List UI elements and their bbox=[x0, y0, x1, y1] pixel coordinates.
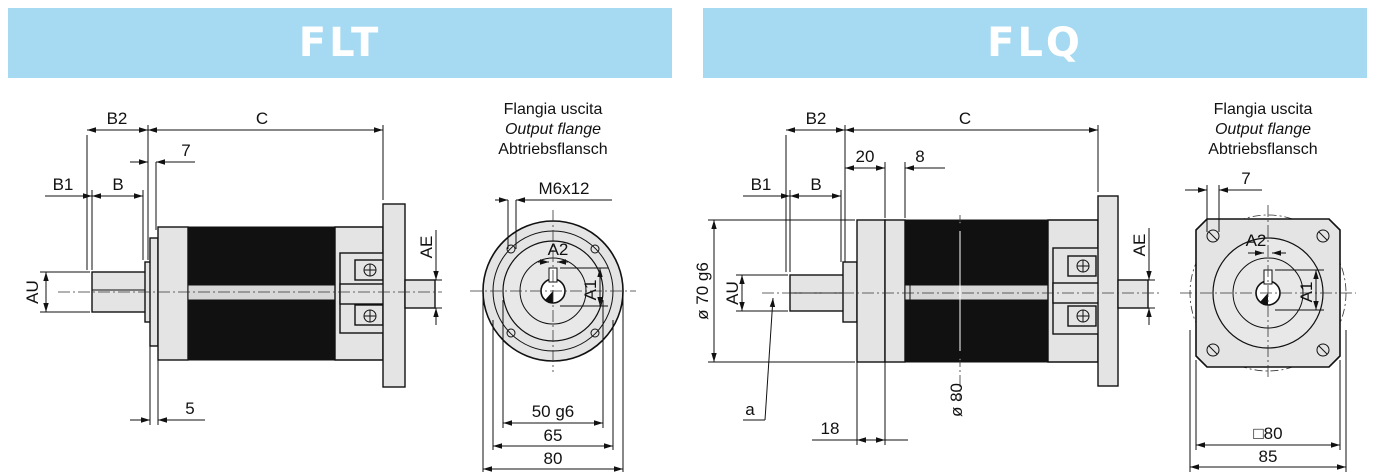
flq-dim-a1: A1 bbox=[1297, 282, 1316, 303]
flq-dim-7: 7 bbox=[1241, 169, 1250, 188]
flt-dim-c: C bbox=[256, 109, 268, 128]
flt-dim-50g6: 50 g6 bbox=[532, 402, 575, 421]
flt-dim-au: AU bbox=[23, 280, 42, 304]
flq-dim-ae: AE bbox=[1130, 234, 1149, 257]
flt-dim-b1: B1 bbox=[53, 175, 74, 194]
flt-dim-a1: A1 bbox=[581, 280, 600, 301]
flq-dim-80dia: ø 80 bbox=[947, 383, 966, 417]
flt-dim-b2: B2 bbox=[107, 109, 128, 128]
flt-caption-it: Flangia uscita bbox=[504, 101, 603, 118]
flt-dim-m6x12: M6x12 bbox=[538, 179, 589, 198]
flq-dim-8: 8 bbox=[915, 147, 924, 166]
flt-caption-en: Output flange bbox=[505, 121, 601, 138]
flq-dim-20: 20 bbox=[856, 147, 875, 166]
flq-dim-c: C bbox=[959, 109, 971, 128]
flq-label-a: a bbox=[745, 400, 755, 419]
flt-side-view: B2 C 7 B1 B AU AE 5 bbox=[23, 109, 442, 425]
flt-dim-b: B bbox=[112, 175, 123, 194]
flq-dim-b2: B2 bbox=[806, 109, 827, 128]
flq-caption-de: Abtriebsflansch bbox=[1208, 141, 1317, 158]
flt-caption-de: Abtriebsflansch bbox=[498, 141, 607, 158]
flq-dim-au: AU bbox=[723, 281, 742, 305]
flq-dim-b1: B1 bbox=[751, 175, 772, 194]
flt-front-view: Flangia uscita Output flange Abtriebsfla… bbox=[470, 101, 636, 472]
flq-dim-b: B bbox=[810, 175, 821, 194]
flq-dim-85: 85 bbox=[1259, 447, 1278, 466]
flq-dim-18: 18 bbox=[821, 419, 840, 438]
flq-side-view: B2 C 20 8 B1 B ø 70 g6 AU AE a bbox=[693, 109, 1160, 445]
banner-flq: FLQ bbox=[703, 8, 1367, 78]
flt-dim-5: 5 bbox=[185, 399, 194, 418]
flt-dim-ae: AE bbox=[417, 236, 436, 259]
flt-dim-7: 7 bbox=[181, 141, 190, 160]
flq-dim-a2: A2 bbox=[1246, 231, 1267, 250]
flq-caption-it: Flangia uscita bbox=[1214, 101, 1313, 118]
banner-flt: FLT bbox=[8, 8, 672, 78]
flq-front-view: Flangia uscita Output flange Abtriebsfla… bbox=[1180, 101, 1356, 472]
flq-dim-70g6: ø 70 g6 bbox=[693, 262, 712, 320]
flt-dim-80: 80 bbox=[544, 449, 563, 468]
flt-dim-65: 65 bbox=[544, 426, 563, 445]
flt-dim-a2: A2 bbox=[548, 240, 569, 259]
flq-caption-en: Output flange bbox=[1215, 121, 1311, 138]
flq-dim-sq80: □80 bbox=[1253, 424, 1282, 443]
